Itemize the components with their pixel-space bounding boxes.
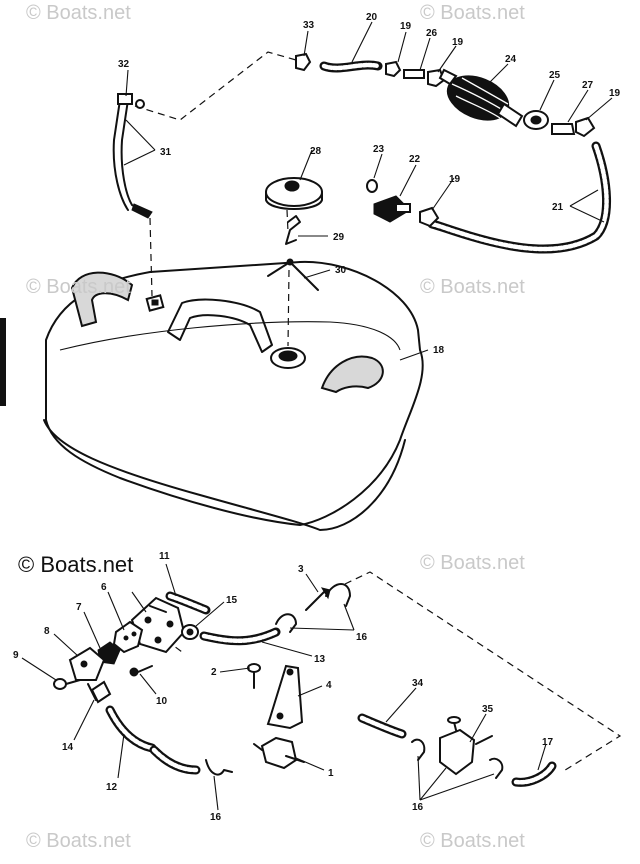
callout-19: 19 [449,174,461,185]
clamp-19 [575,116,596,138]
callout-17: 17 [542,737,554,748]
hose-20 [319,60,383,73]
callout-16: 16 [412,802,424,813]
callout-12: 12 [106,782,118,793]
filler-cap [265,177,323,210]
screw-9 [53,678,81,690]
hose-17 [511,761,557,787]
assembly-line [149,217,153,297]
clip-29 [285,215,301,245]
hose-12 [105,705,201,775]
callout-27: 27 [582,80,594,91]
hose-11 [165,591,211,615]
callout-34: 34 [412,678,424,689]
fuel-pump [130,596,186,654]
fitting-14 [87,680,112,704]
o-ring-23 [366,179,378,193]
watermark: © Boats.net [26,2,131,24]
hose-13 [199,627,281,646]
clamp-19 [385,60,402,78]
assembly-line [286,209,289,233]
assembly-line [287,269,290,347]
fitting-33 [295,52,312,72]
callout-1: 1 [328,768,334,779]
callout-31: 31 [160,147,172,158]
clamp-19 [419,206,440,228]
valve-35 [439,716,493,776]
edge-bar [0,318,6,406]
callout-9: 9 [13,650,19,661]
hose-34 [357,713,407,739]
callout-28: 28 [310,146,322,157]
clamp-16 [489,757,504,779]
callout-2: 2 [211,667,217,678]
leader-lines-upper [123,21,613,361]
watermark-main: © Boats.net [18,552,134,577]
callout-29: 29 [333,232,345,243]
callout-20: 20 [366,12,378,23]
fuel-tank [43,260,424,531]
screw-10 [129,665,153,677]
callout-15: 15 [226,595,238,606]
callout-13: 13 [314,654,326,665]
watermark: © Boats.net [420,830,525,852]
watermark: © Boats.net [420,2,525,24]
cover-8 [68,646,106,681]
primer-bulb [438,68,524,128]
clamp-16 [275,613,297,633]
callout-6: 6 [101,582,107,593]
watermark: © Boats.net [26,830,131,852]
fitting-27 [551,123,576,135]
callout-26: 26 [426,28,438,39]
assembly-line [134,51,297,121]
clamp-19 [427,68,446,88]
assembly-line [344,571,622,773]
watermark: © Boats.net [26,276,131,298]
callout-10: 10 [156,696,168,707]
callout-8: 8 [44,626,50,637]
ring-25-core [530,115,542,125]
callout-16: 16 [356,632,368,643]
valve-1 [253,736,305,770]
clamp-16 [325,583,351,607]
fitting-26 [403,69,425,79]
clamp-16 [411,738,426,761]
hose-21 [427,141,611,254]
callout-19: 19 [609,88,621,99]
watermark: © Boats.net [420,552,525,574]
clamp-16 [205,759,233,776]
bracket-4 [266,664,304,730]
callout-18: 18 [433,345,445,356]
callout-16: 16 [210,812,222,823]
leader-lines-lower [21,563,547,811]
callout-21: 21 [552,202,564,213]
callout-30: 30 [335,265,347,276]
callout-19: 19 [400,21,412,32]
callout-3: 3 [298,564,304,575]
spring-30 [267,258,319,291]
diaphragm-6 [112,620,144,654]
callout-24: 24 [505,54,517,65]
watermark: © Boats.net [420,276,525,298]
callout-33: 33 [303,20,315,31]
callout-35: 35 [482,704,494,715]
callout-7: 7 [76,602,82,613]
fitting-15-core [186,628,194,636]
callout-11: 11 [159,551,170,562]
callout-22: 22 [409,154,421,165]
pickup-tube [112,93,153,219]
connector-22 [373,195,411,223]
screw-3 [305,587,331,611]
callout-4: 4 [326,680,332,691]
callout-32: 32 [118,59,130,70]
callout-23: 23 [373,144,385,155]
callout-labels: 33 20 19 26 19 24 25 27 19 32 31 28 23 2… [13,12,621,823]
callout-25: 25 [549,70,561,81]
callout-14: 14 [62,742,74,753]
callout-19: 19 [452,37,464,48]
